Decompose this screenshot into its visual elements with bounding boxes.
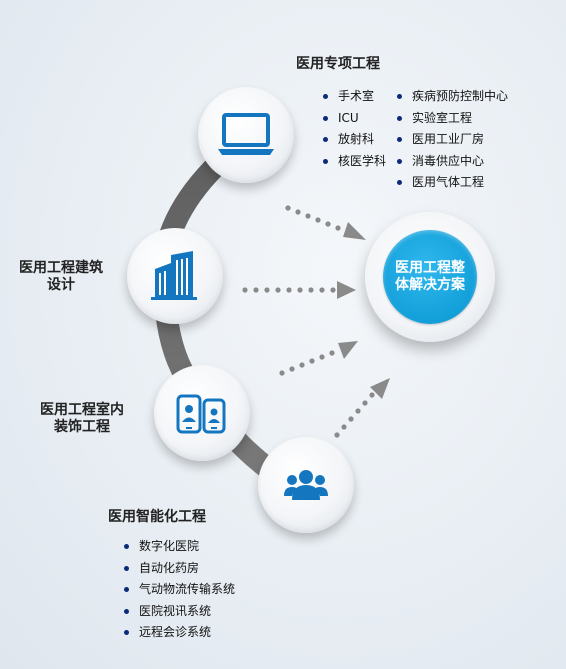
list-item: 自动化药房: [123, 558, 235, 580]
list-item: 实验室工程: [396, 108, 508, 130]
list-item: 气动物流传输系统: [123, 579, 235, 601]
group-icon: [284, 468, 328, 502]
interior-decoration-label: 医用工程室内装饰工程: [40, 402, 124, 435]
hub-circle: 医用工程整体解决方案: [365, 212, 495, 342]
arrow-special-to-hub: [285, 205, 366, 240]
special-engineering-title: 医用专项工程: [296, 56, 380, 72]
list-item: 放射科: [322, 129, 386, 151]
list-item: 医用气体工程: [396, 172, 508, 194]
arrow-architecture-to-hub: [242, 281, 356, 299]
node-intelligent-engineering: [258, 437, 354, 533]
list-item: 消毒供应中心: [396, 151, 508, 173]
list-item: 疾病预防控制中心: [396, 86, 508, 108]
building-icon: [151, 251, 199, 301]
list-item: 医院视讯系统: [123, 601, 235, 623]
arrow-intelligent-to-hub: [334, 378, 390, 438]
list-item: 远程会诊系统: [123, 622, 235, 644]
list-item: 数字化医院: [123, 536, 235, 558]
architecture-design-label: 医用工程建筑设计: [19, 260, 103, 293]
node-interior-decoration: [154, 365, 250, 461]
list-item: ICU: [322, 108, 386, 130]
mobile-users-icon: [176, 392, 228, 434]
connector-arc: [151, 129, 311, 501]
laptop-icon: [217, 113, 275, 157]
list-item: 手术室: [322, 86, 386, 108]
hub-core: 医用工程整体解决方案: [383, 230, 477, 324]
special-engineering-list-right: 疾病预防控制中心 实验室工程 医用工业厂房 消毒供应中心 医用气体工程: [396, 86, 508, 194]
list-item: 核医学科: [322, 151, 386, 173]
list-item: 医用工业厂房: [396, 129, 508, 151]
arrow-interior-to-hub: [279, 341, 358, 376]
node-architecture-design: [127, 228, 223, 324]
intelligent-engineering-list: 数字化医院 自动化药房 气动物流传输系统 医院视讯系统 远程会诊系统: [123, 536, 235, 644]
special-engineering-list-left: 手术室 ICU 放射科 核医学科: [322, 86, 386, 172]
hub-title: 医用工程整体解决方案: [395, 260, 465, 293]
intelligent-engineering-title: 医用智能化工程: [108, 509, 206, 525]
node-special-engineering: [198, 87, 294, 183]
